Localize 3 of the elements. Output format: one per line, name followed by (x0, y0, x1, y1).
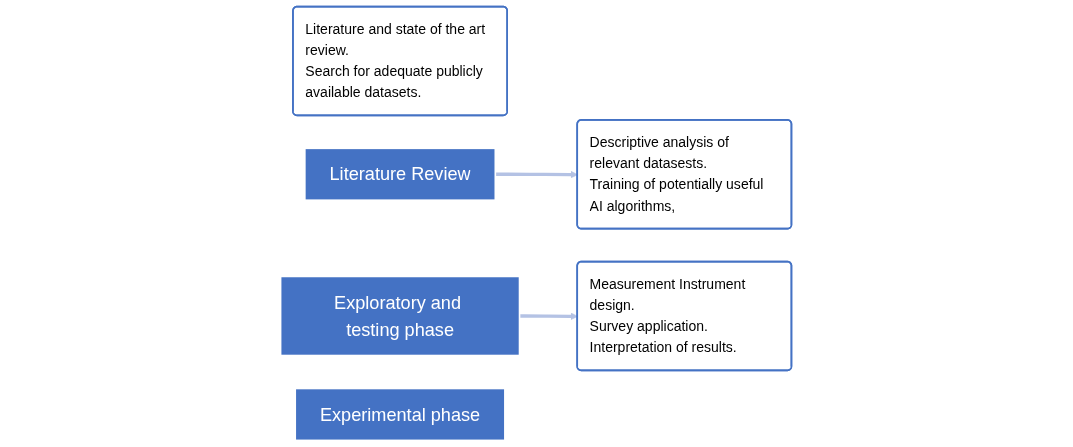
node-box: Experimental phase (294, 387, 507, 442)
node-box: Literature Review (304, 147, 497, 202)
node-box: Exploratory and testing phase (280, 275, 521, 357)
